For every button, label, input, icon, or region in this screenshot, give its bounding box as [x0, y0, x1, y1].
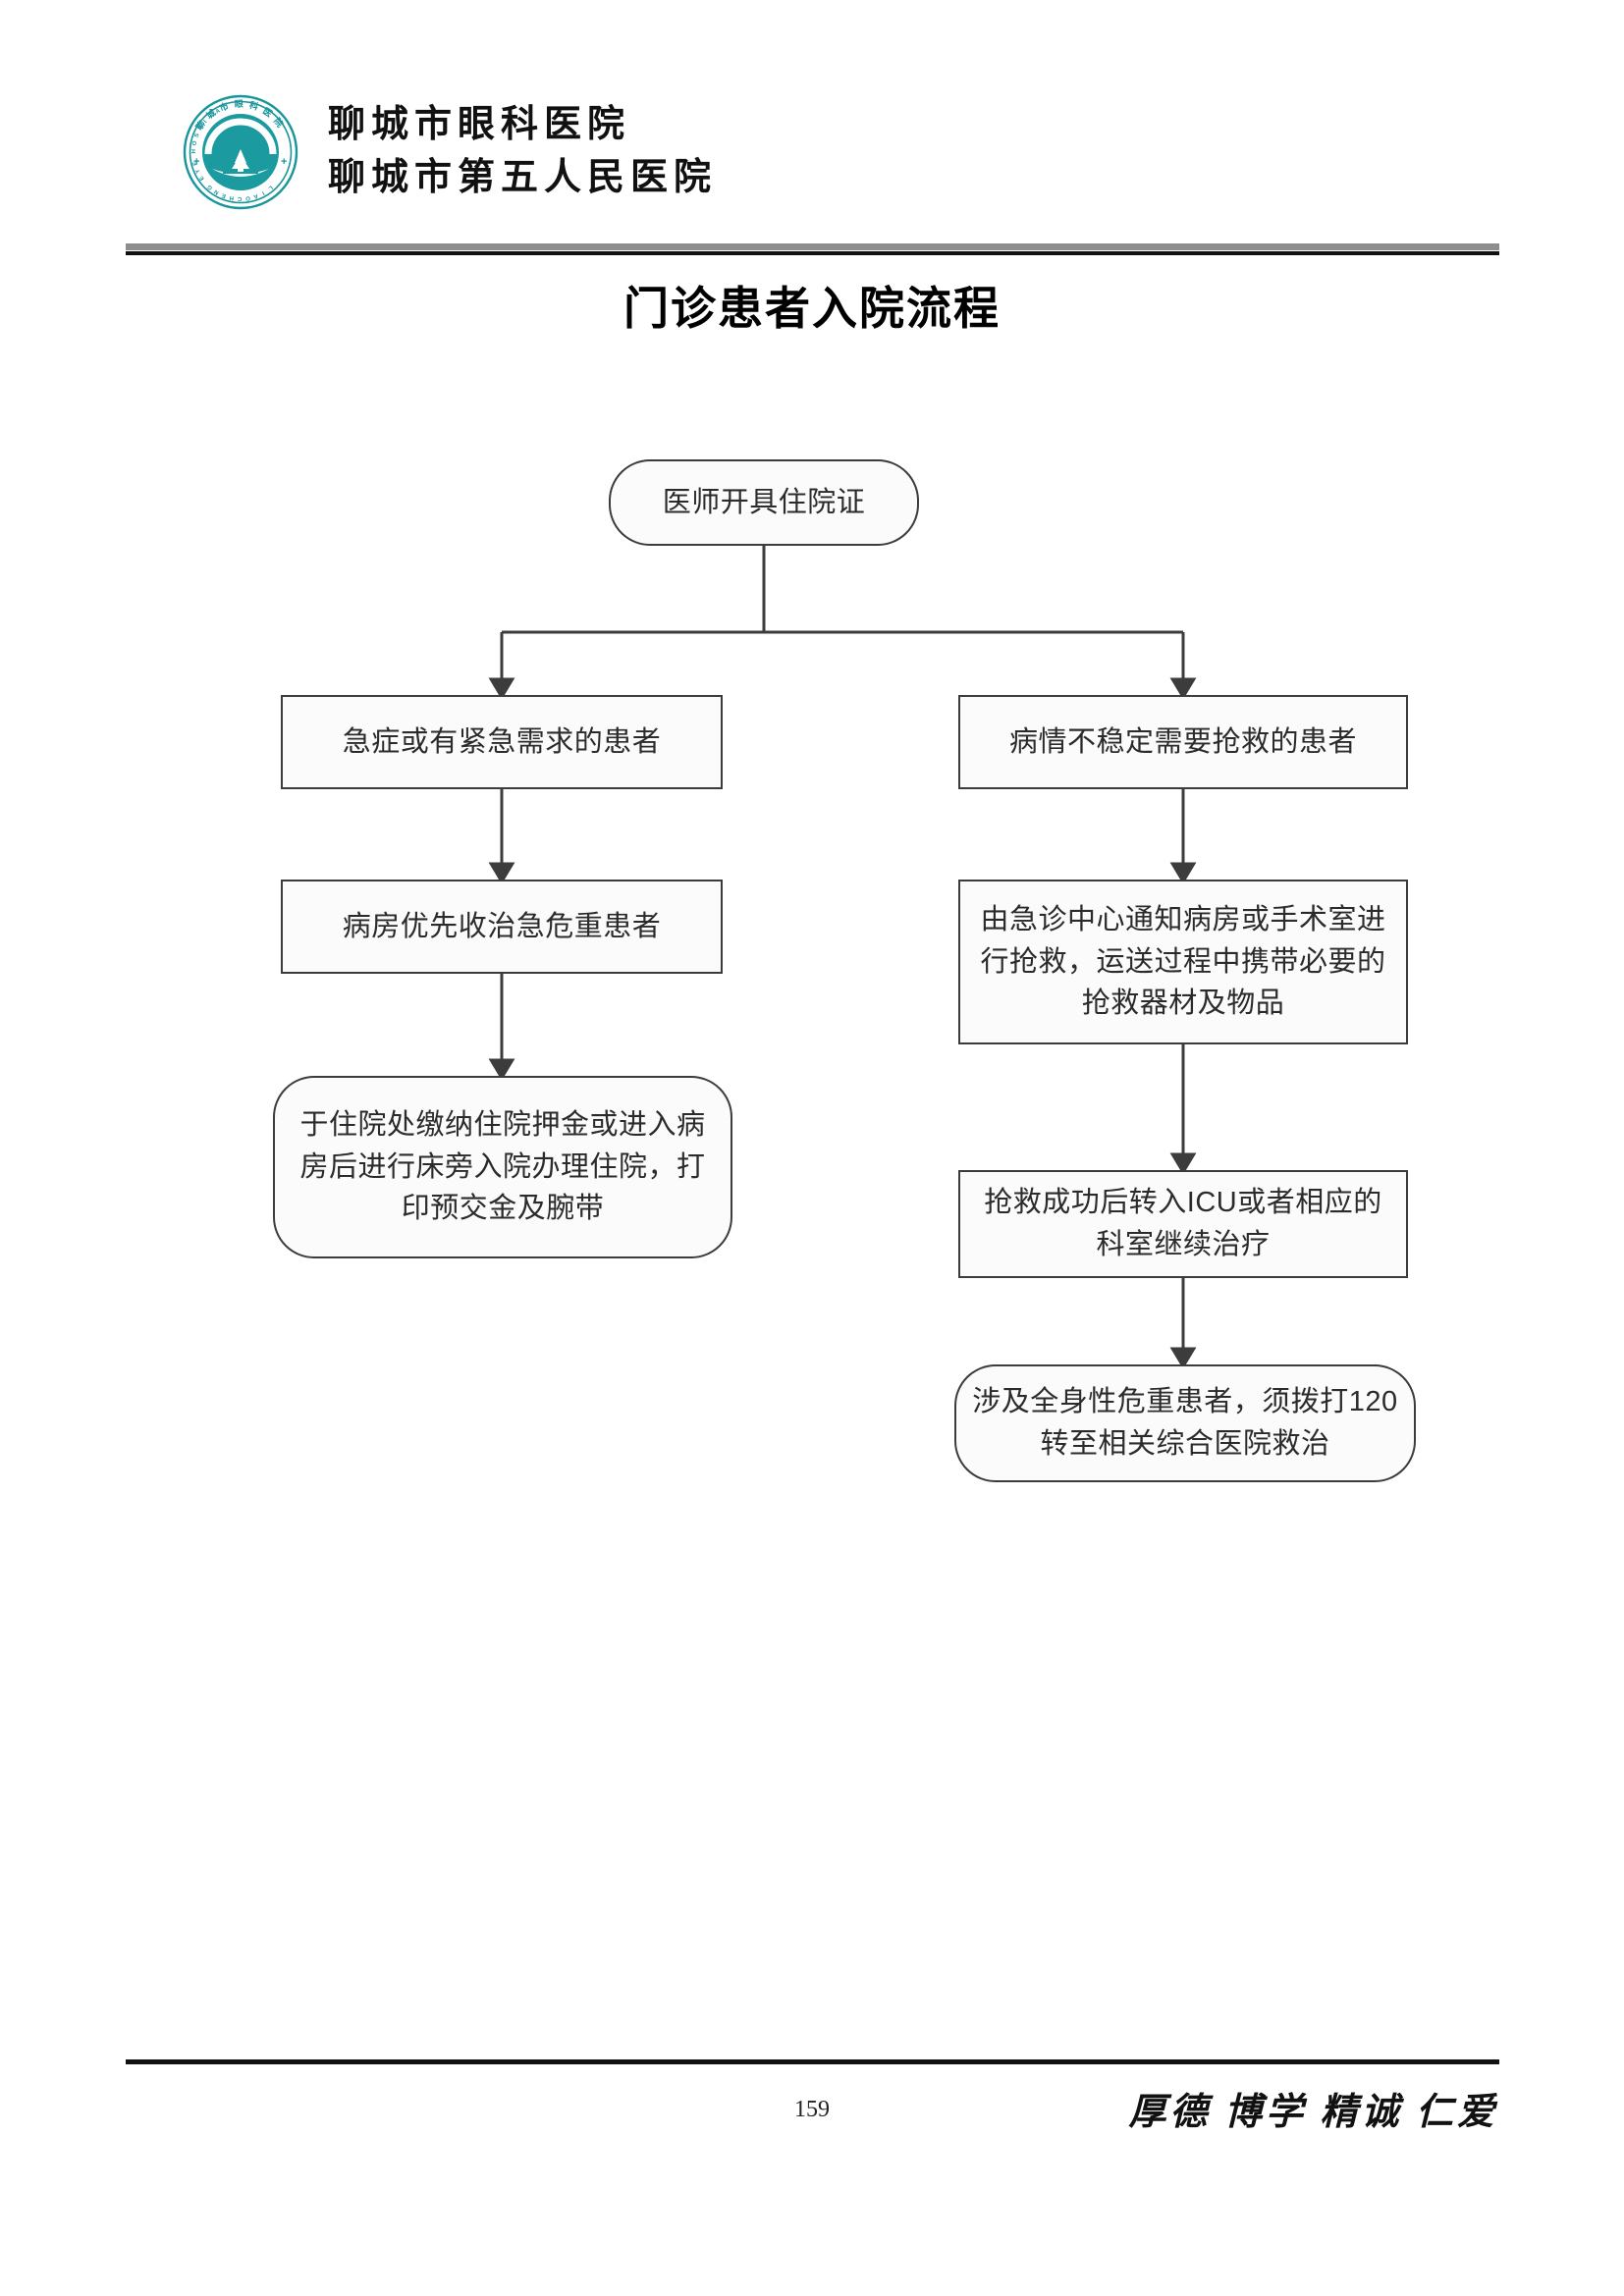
svg-text:市: 市 — [218, 100, 230, 113]
flow-node-right-unstable-patient[interactable]: 病情不稳定需要抢救的患者 — [958, 695, 1408, 789]
svg-text:S: S — [194, 133, 201, 138]
svg-text:L: L — [223, 105, 229, 112]
flow-node-left-ward-priority[interactable]: 病房优先收治急危重患者 — [281, 880, 723, 974]
svg-text:H: H — [191, 149, 197, 153]
flow-node-right-emergency-notify[interactable]: 由急诊中心通知病房或手术室进行抢救，运送过程中携带必要的抢救器材及物品 — [958, 880, 1408, 1044]
flow-node-left-deposit-admission-label: 于住院处缴纳住院押金或进入病房后进行床旁入院办理住院，打印预交金及腕带 — [299, 1108, 706, 1225]
svg-text:E: E — [192, 161, 199, 166]
svg-text:G: G — [206, 183, 214, 190]
flow-node-right-transfer-icu[interactable]: 抢救成功后转入ICU或者相应的科室继续治疗 — [958, 1170, 1408, 1278]
svg-text:T: T — [208, 113, 215, 120]
flow-node-right-call-120-label: 涉及全身性危重患者，须拨打120转至相关综合医院救治 — [972, 1386, 1398, 1460]
flow-node-right-call-120[interactable]: 涉及全身性危重患者，须拨打120转至相关综合医院救治 — [954, 1364, 1416, 1482]
svg-text:眼: 眼 — [235, 99, 244, 109]
svg-text:Y: Y — [195, 168, 202, 174]
flow-node-right-emergency-notify-label: 由急诊中心通知病房或手术室进行抢救，运送过程中携带必要的抢救器材及物品 — [980, 903, 1386, 1020]
flow-node-left-urgent-patient-label: 急症或有紧急需求的患者 — [342, 725, 662, 758]
svg-text:C: C — [237, 195, 242, 201]
svg-text:L: L — [267, 185, 274, 191]
footer-motto: 厚德 博学 精诚 仁爱 — [1128, 2092, 1498, 2133]
header-divider — [126, 243, 1499, 255]
svg-text:A: A — [215, 108, 222, 116]
svg-text:A: A — [252, 192, 259, 199]
svg-text:科: 科 — [248, 99, 260, 112]
svg-text:N: N — [213, 188, 220, 195]
flow-node-left-deposit-admission[interactable]: 于住院处缴纳住院押金或进入病房后进行床旁入院办理住院，打印预交金及腕带 — [273, 1076, 732, 1258]
header-divider-thin — [126, 251, 1499, 255]
svg-text:P: P — [197, 126, 204, 133]
footer-divider — [126, 2059, 1499, 2064]
svg-text:E: E — [198, 175, 205, 182]
svg-text:O: O — [191, 140, 198, 146]
flow-node-right-unstable-patient-label: 病情不稳定需要抢救的患者 — [1008, 725, 1357, 758]
svg-text:H: H — [229, 194, 234, 201]
flow-node-start-label: 医师开具住院证 — [662, 486, 866, 518]
page-header: 聊 城 市 眼 科 医 院 L I A O C H E N G E Y E — [183, 88, 1441, 216]
flow-node-right-transfer-icu-label: 抢救成功后转入ICU或者相应的科室继续治疗 — [984, 1187, 1382, 1260]
hospital-name-secondary: 聊城市第五人民医院 — [328, 157, 718, 198]
flow-node-left-ward-priority-label: 病房优先收治急危重患者 — [342, 910, 662, 942]
header-divider-thick — [126, 243, 1499, 250]
page-title: 门诊患者入院流程 — [623, 284, 1001, 334]
hospital-name-block: 聊城市眼科医院 聊城市第五人民医院 — [328, 99, 717, 205]
svg-text:+: + — [193, 156, 199, 168]
hospital-name-primary: 聊城市眼科医院 — [328, 104, 631, 146]
flow-node-start[interactable]: 医师开具住院证 — [609, 459, 919, 546]
svg-text:E: E — [221, 191, 227, 198]
svg-text:O: O — [244, 194, 250, 201]
hospital-eye-seal-icon: 聊 城 市 眼 科 医 院 L I A O C H E N G E Y E — [183, 94, 298, 210]
flow-node-left-urgent-patient[interactable]: 急症或有紧急需求的患者 — [281, 695, 723, 789]
svg-text:I: I — [203, 119, 209, 124]
page-number: 159 — [794, 2097, 830, 2122]
svg-text:I: I — [260, 189, 265, 195]
svg-text:+: + — [281, 156, 287, 168]
